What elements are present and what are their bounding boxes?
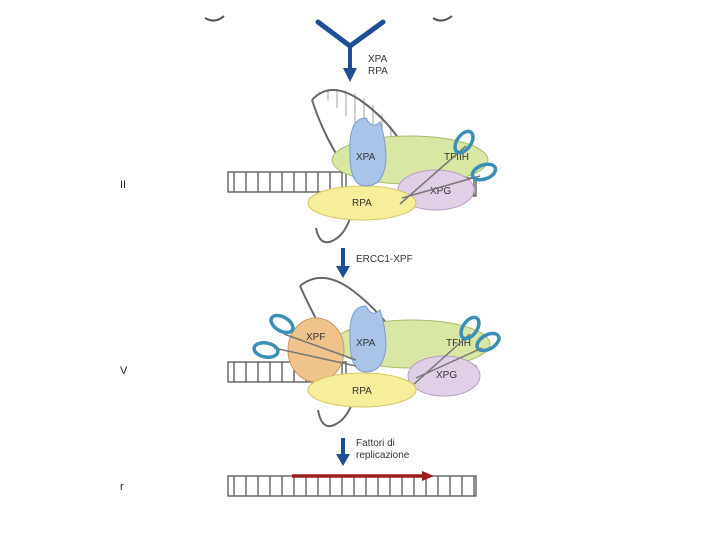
side-label-c: r [120, 481, 124, 493]
panel-2-complex: XPA TFIIH XPG RPA [228, 89, 498, 242]
side-label-b: V [120, 365, 128, 377]
panel-3-complex: XPF XPA TFIIH XPG RPA [228, 278, 502, 426]
step-2-label: ERCC1-XPF [356, 254, 413, 265]
step-3-label-line1: Fattori di [356, 438, 395, 449]
panel-4-repaired-dna [228, 471, 476, 496]
p2-rpa-label: RPA [352, 198, 372, 209]
xpf-ellipse [288, 318, 344, 382]
dna-ladder-left [228, 172, 346, 192]
arrow-step-3 [336, 438, 350, 466]
top-dna-fragment-right [433, 16, 452, 21]
step-1-label-line2: RPA [368, 66, 388, 77]
p3-rpa-label: RPA [352, 386, 372, 397]
p3-xpg-label: XPG [436, 370, 457, 381]
p3-xpf-label: XPF [306, 332, 325, 343]
step-3-label-line2: replicazione [356, 450, 410, 461]
p2-xpa-label: XPA [356, 152, 376, 163]
side-label-a: II [120, 179, 126, 191]
dna-ladder-repaired [228, 476, 476, 496]
arrow-step-2 [336, 248, 350, 278]
step-1-label-line1: XPA [368, 54, 388, 65]
top-dna-fragment-left [205, 16, 224, 21]
p3-xpa-label: XPA [356, 338, 376, 349]
